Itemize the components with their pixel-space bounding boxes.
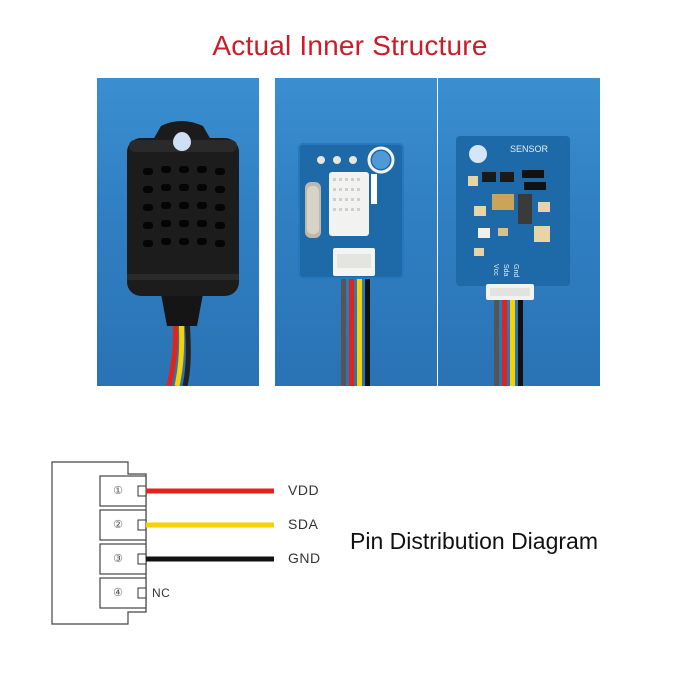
- pin-label-gnd: GND: [288, 550, 321, 566]
- pin-number-3: ③: [113, 553, 123, 565]
- photo-sensor-housing: [97, 78, 259, 386]
- pin-label-vdd: VDD: [288, 482, 320, 498]
- sensor-silkscreen-label: SENSOR: [510, 144, 549, 154]
- pin-label-nc: NC: [152, 586, 171, 600]
- diagram-caption: Pin Distribution Diagram: [350, 528, 598, 554]
- photo-pcb-back: SENSOR Vcc Sda Gnd: [438, 78, 600, 386]
- diagram-title: Actual Inner Structure: [212, 30, 488, 61]
- pin-number-2: ②: [113, 519, 123, 531]
- pin-number-1: ①: [113, 485, 123, 497]
- photo-pcb-front: [275, 78, 437, 386]
- pin-distribution-diagram: ① ② ③ ④ VDD SDA GND NC: [0, 440, 700, 640]
- pad-label-sda: Sda: [502, 264, 509, 277]
- pad-label-vcc: Vcc: [492, 264, 499, 276]
- pin-label-sda: SDA: [288, 516, 319, 532]
- pin-number-4: ④: [113, 587, 123, 599]
- pad-label-gnd: Gnd: [512, 264, 519, 277]
